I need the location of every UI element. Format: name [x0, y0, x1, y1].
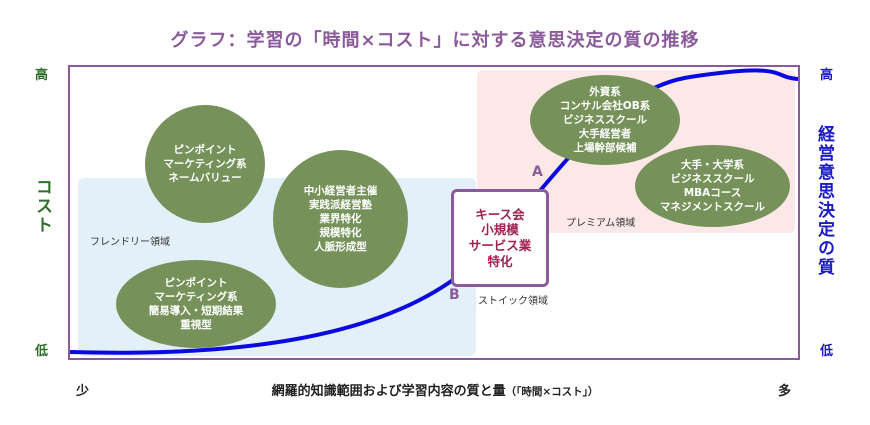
pinpoint-short-text: ピンポイント マーケティング系 簡易導入・短期結果 重視型 [148, 276, 244, 332]
quality-low-label: 低 [820, 344, 834, 359]
marker-b: B [449, 287, 460, 303]
kees-box: キース会 小規模 サービス業 特化 [451, 189, 549, 287]
cost-low-label: 低 [35, 344, 49, 359]
marker-a: A [532, 164, 543, 180]
x-high-label: 多 [778, 384, 792, 399]
chart-title: グラフ：学習の「時間×コスト」に対する意思決定の質の推移 [170, 30, 700, 51]
pinpoint-name-text: ピンポイント マーケティング系 ネームバリュー [163, 143, 247, 185]
x-low-label: 少 [76, 384, 90, 399]
x-axis-label: 網羅的知識範囲および学習内容の質と量 [271, 384, 506, 399]
pinpoint-short-bubble: ピンポイント マーケティング系 簡易導入・短期結果 重視型 [116, 260, 276, 348]
sticky-region-label: ストイック領域 [478, 296, 548, 307]
x-axis-sub-label: （「時間×コスト」） [505, 386, 599, 398]
friendly-region-label: フレンドリー領域 [90, 237, 170, 248]
kees-text: キース会 小規模 サービス業 特化 [468, 206, 532, 269]
consul-bubble: 外資系 コンサル会社OB系 ビジネススクール 大手経営者 上場幹部候補 [530, 75, 680, 165]
cost-axis-label: コスト [32, 178, 52, 235]
pinpoint-name-bubble: ピンポイント マーケティング系 ネームバリュー [145, 105, 265, 223]
consul-text: 外資系 コンサル会社OB系 ビジネススクール 大手経営者 上場幹部候補 [559, 85, 651, 155]
university-text: 大手・大学系 ビジネススクール MBAコース マネジメントスクール [660, 158, 765, 214]
sme-bubble: 中小経営者主催 実践派経営塾 業界特化 規模特化 人脈形成型 [273, 150, 408, 288]
premium-region-label: プレミアム領域 [566, 218, 636, 229]
x-axis-title: 網羅的知識範囲および学習内容の質と量（「時間×コスト」） [0, 380, 870, 399]
university-bubble: 大手・大学系 ビジネススクール MBAコース マネジメントスクール [635, 145, 790, 227]
cost-high-label: 高 [35, 68, 49, 83]
quality-high-label: 高 [820, 68, 834, 83]
quality-axis-label: 経営意思決定の質 [814, 125, 834, 277]
sme-text: 中小経営者主催 実践派経営塾 業界特化 規模特化 人脈形成型 [303, 184, 378, 254]
diagram-frame: フレンドリー領域 プレミアム領域 ストイック領域 ピンポイント マーケティング系… [68, 65, 800, 360]
